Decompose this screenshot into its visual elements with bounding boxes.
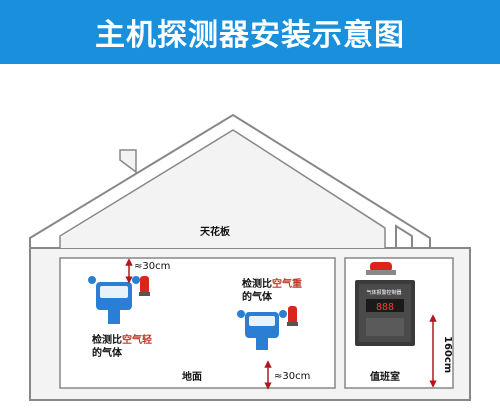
title-banner: 主机探测器安装示意图 xyxy=(0,0,500,64)
panel-display: 888 xyxy=(376,302,394,313)
alarm-siren xyxy=(366,262,396,275)
light-gas-label-line2: 的气体 xyxy=(92,346,123,359)
ceiling-label: 天花板 xyxy=(200,225,231,238)
panel-title: 气体报警控制器 xyxy=(366,289,401,296)
light-gas-label: 检测比空气轻 xyxy=(92,333,152,346)
alarm-light-right xyxy=(287,306,298,326)
detector-light-gas xyxy=(88,276,140,324)
floor-label: 地面 xyxy=(182,370,202,383)
alarm-light-left xyxy=(139,276,150,296)
chimney xyxy=(119,149,137,174)
page-title: 主机探测器安装示意图 xyxy=(95,18,405,53)
distance-bottom-label: ≈30cm xyxy=(274,371,310,382)
host-distance-label: 160cm xyxy=(442,336,453,373)
heavy-gas-label-line2: 的气体 xyxy=(242,290,273,303)
heavy-gas-label: 检测比空气重 xyxy=(242,277,302,290)
duty-room-label: 值班室 xyxy=(370,370,400,383)
distance-top-label: ≈30cm xyxy=(134,261,170,272)
detector-heavy-gas xyxy=(237,310,287,350)
host-controller-panel: 气体报警控制器 888 xyxy=(355,280,415,346)
